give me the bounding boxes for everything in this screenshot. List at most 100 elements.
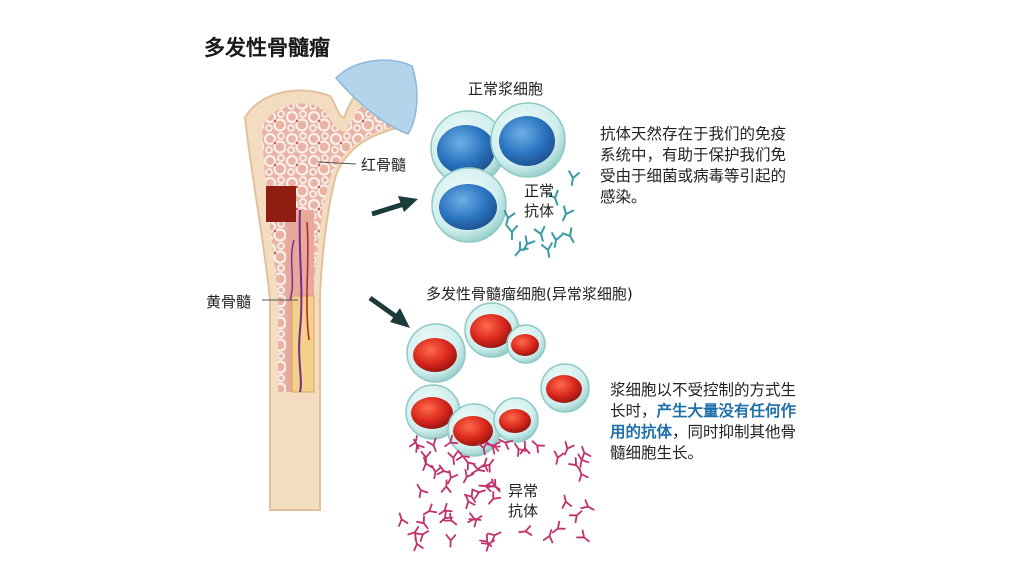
abnormal-antibody-label-1: 异常 — [508, 482, 539, 500]
arrow-to-normal — [371, 196, 418, 217]
arrow-to-myeloma — [368, 295, 410, 328]
antibody-icon — [576, 529, 590, 543]
blood-vessel-2 — [306, 221, 310, 341]
antibody-icon — [563, 441, 575, 456]
antibody-icon — [477, 440, 489, 456]
antibody-icon — [542, 529, 554, 544]
blood-vessel-1 — [298, 209, 303, 393]
highlight-text: 用的抗体 — [610, 423, 673, 441]
antibody-icon — [443, 512, 458, 526]
antibody-icon — [431, 464, 442, 480]
antibody-icon — [561, 494, 573, 509]
antibody-icon — [465, 494, 476, 510]
antibody-icon — [455, 450, 470, 461]
normal-antibody-label-2: 抗体 — [524, 202, 555, 220]
myeloma-cell — [405, 384, 461, 440]
normal-cell — [431, 167, 507, 243]
antibody-icon — [471, 488, 486, 500]
blood-vessel-3 — [289, 239, 295, 301]
normal-cell — [490, 102, 566, 178]
abnormal-antibody-label-2: 抗体 — [508, 502, 539, 520]
antibody-icon — [506, 225, 518, 240]
myeloma-cells — [405, 302, 590, 457]
antibody-icon — [438, 502, 453, 515]
antibody-icon — [426, 437, 437, 452]
antibody-icon — [487, 478, 501, 493]
red-marrow-label: 红骨髓 — [361, 156, 407, 174]
normal-description-line: 抗体天然存在于我们的免疫 — [600, 125, 787, 143]
antibody-icon — [398, 512, 409, 527]
antibody-icon — [462, 468, 475, 484]
antibody-icon — [420, 450, 432, 465]
description-text: 长时， — [610, 402, 657, 420]
antibody-icon — [440, 479, 452, 493]
antibody-icon — [415, 515, 429, 530]
diagram-title: 多发性骨髓瘤 — [204, 36, 330, 60]
antibody-icon — [551, 232, 563, 248]
antibody-icon — [553, 450, 565, 465]
antibody-icon — [416, 483, 429, 499]
antibody-icon — [409, 435, 420, 450]
antibody-icon — [561, 227, 575, 244]
myeloma-description-line: 髓细胞生长。 — [610, 444, 704, 462]
abnormal-antibodies — [398, 434, 595, 552]
antibody-icon — [414, 530, 430, 542]
antibody-icon — [568, 170, 580, 186]
antibody-icon — [488, 490, 502, 505]
antibody-icon — [447, 451, 459, 466]
antibody-icon — [503, 209, 516, 226]
myeloma-description-line: 用的抗体，同时抑制其他骨 — [610, 422, 850, 443]
antibody-icon — [531, 440, 546, 454]
antibody-icon — [444, 434, 459, 448]
highlight-text: 产生大量没有任何作 — [656, 402, 797, 420]
cartilage-cap — [334, 59, 418, 135]
myeloma-cell — [540, 363, 590, 413]
femur-illustration — [243, 59, 418, 511]
myeloma-cell — [493, 397, 539, 443]
antibody-icon — [581, 445, 592, 461]
spongy-bone-section — [262, 84, 402, 392]
antibody-icon — [519, 440, 531, 455]
antibody-icon — [514, 443, 527, 457]
normal-antibodies — [503, 170, 580, 258]
antibody-icon — [480, 539, 495, 552]
myeloma-cell — [506, 324, 546, 364]
antibody-icon — [447, 469, 459, 485]
antibody-icon — [568, 510, 583, 524]
antibody-icon — [470, 463, 486, 475]
myeloma-cell — [406, 323, 466, 383]
myeloma-description-line: 浆细胞以不受控制的方式生 — [610, 381, 797, 399]
antibody-icon — [498, 438, 514, 450]
myeloma-cells-heading: 多发性骨髓瘤细胞(异常浆细胞) — [426, 285, 633, 303]
antibody-icon — [413, 537, 424, 552]
normal-description-line: 感染。 — [600, 188, 647, 206]
normal-description: 抗体天然存在于我们的免疫 系统中，有助于保护我们免 受由于细菌或病毒等引起的 感… — [600, 124, 840, 208]
antibody-icon — [467, 512, 482, 524]
red-marrow-pointer — [317, 161, 357, 165]
antibody-icon — [577, 453, 590, 468]
yellow-marrow-core — [291, 295, 315, 393]
antibody-icon — [464, 488, 477, 503]
antibody-icon — [478, 481, 493, 492]
antibody-icon — [481, 458, 495, 473]
antibody-icon — [514, 241, 529, 257]
antibody-icon — [463, 456, 476, 471]
myeloma-description: 浆细胞以不受控制的方式生 长时，产生大量没有任何作 用的抗体，同时抑制其他骨 髓… — [610, 380, 850, 464]
normal-description-line: 系统中，有助于保护我们免 — [600, 146, 787, 164]
antibody-icon — [578, 467, 589, 482]
yellow-marrow-label: 黄骨髓 — [206, 293, 252, 311]
normal-plasma-cells — [430, 102, 566, 243]
antibody-icon — [541, 242, 553, 258]
antibody-icon — [422, 503, 438, 516]
antibody-icon — [547, 189, 559, 206]
antibody-icon — [580, 499, 595, 511]
description-text: ，同时抑制其他骨 — [672, 423, 797, 441]
antibody-icon — [551, 520, 566, 534]
antibody-icon — [445, 533, 457, 548]
normal-cells-heading: 正常浆细胞 — [468, 80, 544, 98]
myeloma-description-line: 长时，产生大量没有任何作 — [610, 401, 850, 422]
antibody-icon — [518, 525, 533, 536]
antibody-icon — [486, 441, 501, 455]
